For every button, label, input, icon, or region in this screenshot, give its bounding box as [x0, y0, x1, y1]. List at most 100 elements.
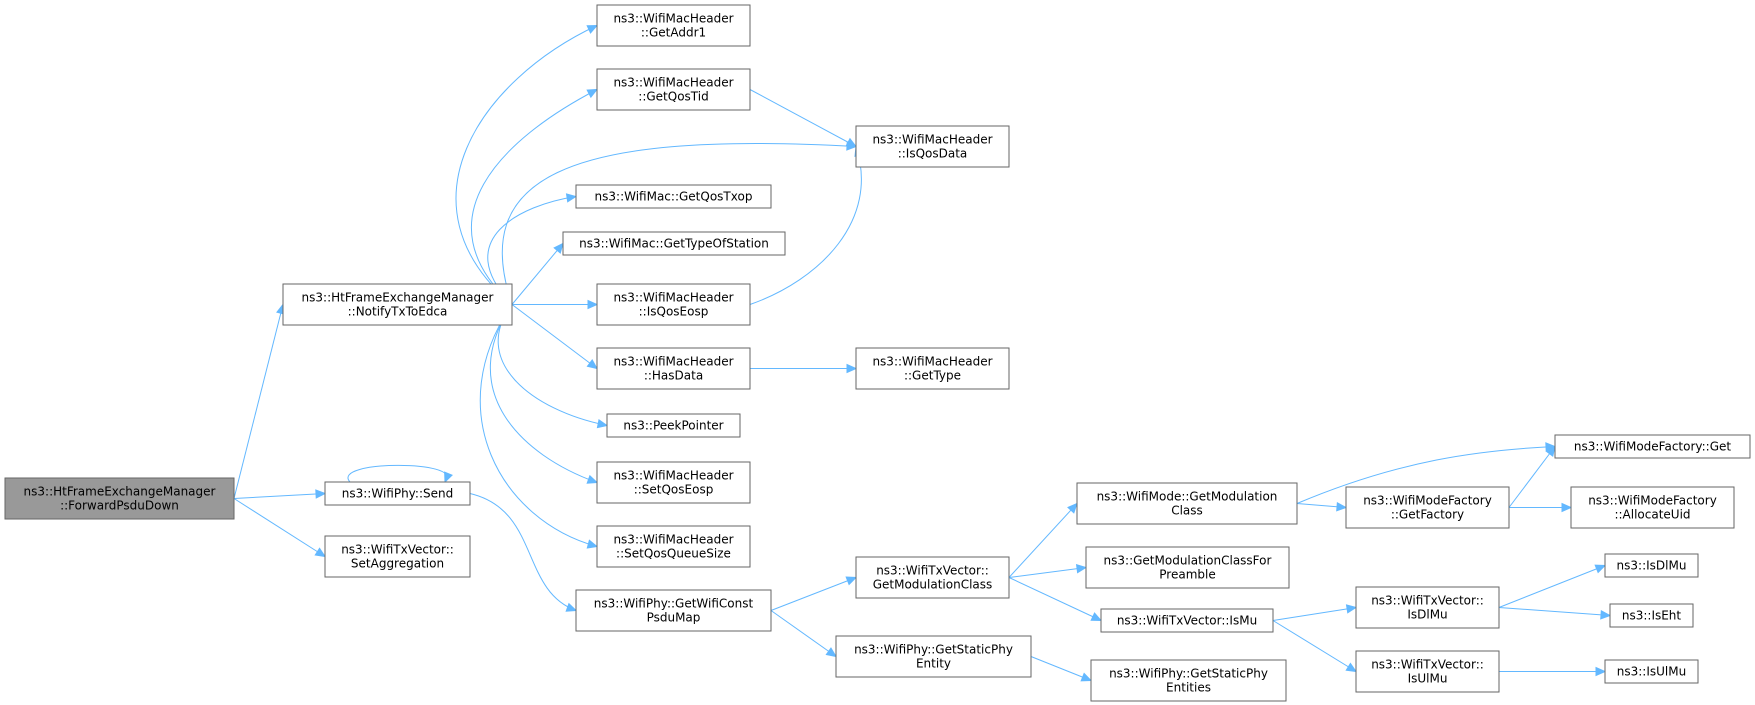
node-label-line: ns3::WifiMacHeader — [613, 12, 733, 26]
node-box — [1100, 608, 1274, 633]
edge-notify-to-isqosdata — [501, 141, 858, 305]
edge-txvec_isulmu-to-isulmu — [1499, 666, 1607, 677]
node-box — [855, 347, 1010, 390]
node-box — [575, 184, 772, 209]
edge-notify-to-gettypeofstation — [511, 242, 564, 305]
edge-arrowhead — [1345, 604, 1358, 614]
node-setqoseosp[interactable]: ns3::WifiMacHeader::SetQosEosp — [596, 461, 751, 504]
node-iseht[interactable]: ns3::IsEht — [1609, 603, 1694, 628]
edge-arrowhead — [586, 358, 598, 370]
edge-arrowhead — [1594, 564, 1607, 574]
node-isqosdata[interactable]: ns3::WifiMacHeader::IsQosData — [855, 125, 1010, 168]
edge-arrowhead — [314, 547, 327, 558]
node-txvec_getmodclass[interactable]: ns3::WifiTxVector::GetModulationClass — [855, 556, 1010, 599]
edge-send-to-getwificonstpsdumap — [469, 493, 578, 612]
edge-notify-to-getqostid — [470, 88, 599, 305]
edge-arrowhead — [1090, 612, 1103, 622]
node-label-line: ns3::WifiMacHeader — [872, 355, 992, 369]
edges-layer — [233, 24, 1612, 682]
node-label-line: ns3::WifiTxVector:: — [876, 564, 989, 578]
node-box — [835, 635, 1032, 678]
node-box — [1355, 650, 1500, 693]
node-label-line: GetModulationClass — [873, 578, 993, 592]
node-label-line: ns3::WifiPhy::GetWifiConst — [594, 597, 754, 611]
node-peekpointer[interactable]: ns3::PeekPointer — [606, 413, 741, 438]
node-label-line: IsUlMu — [1408, 672, 1448, 686]
node-label-line: ns3::IsDlMu — [1617, 559, 1687, 573]
edge-arrowhead — [565, 602, 578, 612]
node-hasdata[interactable]: ns3::WifiMacHeader::HasData — [596, 347, 751, 390]
edge-notify-to-getaddr1 — [455, 24, 599, 305]
node-label-line: ::GetAddr1 — [641, 26, 706, 40]
edge-arrowhead — [845, 137, 858, 148]
node-label-line: ns3::WifiMacHeader — [613, 76, 733, 90]
node-label-line: ns3::WifiModeFactory::Get — [1574, 440, 1731, 454]
node-send[interactable]: ns3::WifiPhy::Send — [324, 481, 471, 506]
node-txvec_isulmu[interactable]: ns3::WifiTxVector::IsUlMu — [1355, 650, 1500, 693]
edge-arrowhead — [1067, 502, 1078, 514]
edge-arrowhead — [1336, 501, 1348, 512]
node-label-line: ns3::WifiMacHeader — [613, 533, 733, 547]
node-getfactory[interactable]: ns3::WifiModeFactory::GetFactory — [1345, 486, 1510, 529]
edge-line — [1008, 503, 1078, 578]
node-box — [596, 347, 751, 390]
edge-txvec_isdlmu-to-isdlmu — [1498, 564, 1607, 608]
edge-line — [479, 304, 598, 547]
node-forward[interactable]: ns3::HtFrameExchangeManager::ForwardPsdu… — [4, 477, 235, 520]
edge-line — [501, 142, 857, 305]
node-label-line: ::AllocateUid — [1614, 508, 1690, 522]
node-setqosqueuesize[interactable]: ns3::WifiMacHeader::SetQosQueueSize — [596, 525, 751, 568]
node-label-line: Class — [1171, 504, 1203, 518]
edge-line — [511, 304, 598, 369]
node-getqostxop[interactable]: ns3::WifiMac::GetQosTxop — [575, 184, 772, 209]
edge-hasdata-to-gettype — [750, 363, 858, 374]
edge-mode_getmodclass-to-getfactory — [1296, 501, 1348, 512]
node-isdlmu[interactable]: ns3::IsDlMu — [1604, 553, 1699, 578]
node-notify[interactable]: ns3::HtFrameExchangeManager::NotifyTxToE… — [282, 283, 513, 326]
edge-arrowhead — [315, 489, 327, 499]
node-box — [1554, 434, 1751, 459]
node-label-line: ::NotifyTxToEdca — [348, 305, 448, 319]
edge-arrowhead — [444, 471, 453, 484]
node-label-line: ns3::WifiMode::GetModulation — [1097, 490, 1278, 504]
node-mode_getmodclass[interactable]: ns3::WifiMode::GetModulationClass — [1076, 482, 1298, 525]
edge-arrowhead — [846, 363, 858, 374]
node-label-line: Entity — [916, 657, 951, 671]
node-label-line: ns3::WifiMacHeader — [613, 469, 733, 483]
node-label-line: ::ForwardPsduDown — [60, 499, 179, 513]
node-getqostid[interactable]: ns3::WifiMacHeader::GetQosTid — [596, 68, 751, 111]
edge-txvec_getmodclass-to-getmodclassforpreamble — [1008, 563, 1088, 578]
edge-arrowhead — [1075, 563, 1088, 574]
node-allocateuid[interactable]: ns3::WifiModeFactory::AllocateUid — [1570, 486, 1735, 529]
node-label-line: ns3::WifiModeFactory — [1363, 494, 1492, 508]
edge-arrowhead — [1080, 672, 1093, 682]
node-label-line: ns3::WifiModeFactory — [1588, 494, 1717, 508]
edge-txvec_isdlmu-to-iseht — [1498, 607, 1612, 620]
node-gettypeofstation[interactable]: ns3::WifiMac::GetTypeOfStation — [562, 231, 786, 256]
edge-line — [770, 610, 837, 657]
node-label-line: ns3::WifiMacHeader — [613, 355, 733, 369]
node-ismu[interactable]: ns3::WifiTxVector::IsMu — [1100, 608, 1274, 633]
node-label-line: ns3::WifiTxVector:: — [1371, 658, 1484, 672]
edge-arrowhead — [1345, 662, 1358, 673]
edge-arrowhead — [586, 24, 599, 34]
node-label-line: ::IsQosEosp — [639, 305, 709, 319]
edge-line — [511, 243, 564, 305]
node-getaddr1[interactable]: ns3::WifiMacHeader::GetAddr1 — [596, 4, 751, 47]
edge-line — [1498, 607, 1611, 616]
node-isulmu[interactable]: ns3::IsUlMu — [1604, 659, 1699, 684]
edge-getwificonstpsdumap-to-txvec_getmodclass — [770, 576, 858, 611]
edge-forward-to-setagg — [233, 498, 327, 558]
edge-arrowhead — [586, 539, 599, 549]
node-gettype[interactable]: ns3::WifiMacHeader::GetType — [855, 347, 1010, 390]
node-txvec_isdlmu[interactable]: ns3::WifiTxVector::IsDlMu — [1355, 586, 1500, 629]
edge-send-to-send — [347, 464, 453, 484]
node-setagg[interactable]: ns3::WifiTxVector::SetAggregation — [324, 535, 471, 578]
node-factory_get[interactable]: ns3::WifiModeFactory::Get — [1554, 434, 1751, 459]
node-isqoseosp[interactable]: ns3::WifiMacHeader::IsQosEosp — [596, 283, 751, 326]
edge-getfactory-to-factory_get — [1508, 445, 1556, 508]
